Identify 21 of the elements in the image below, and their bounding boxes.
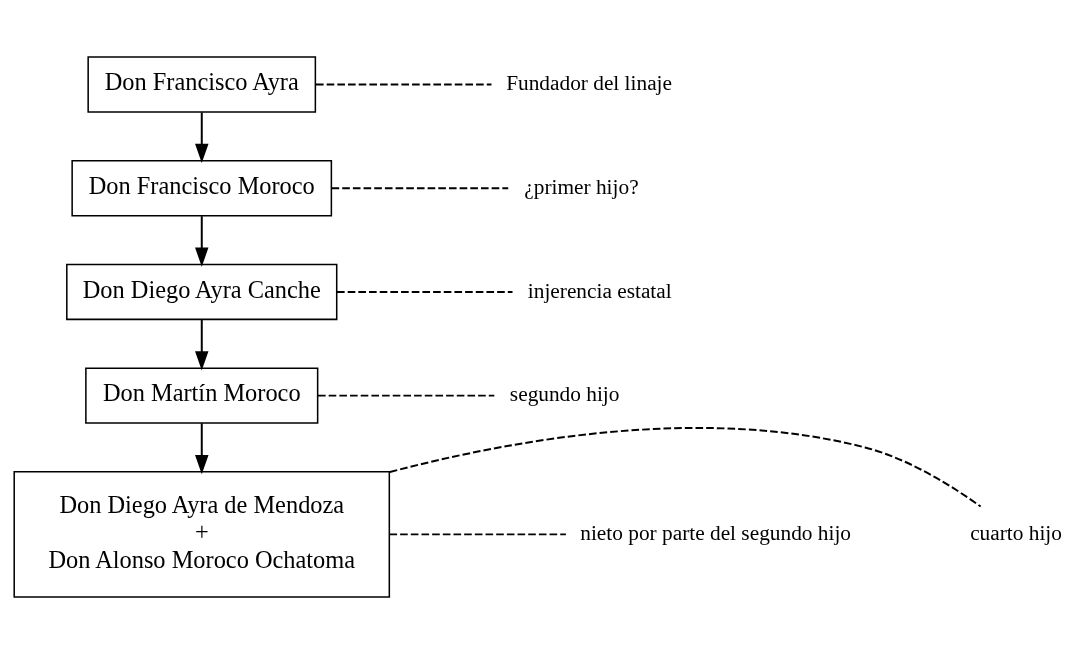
connector xyxy=(330,187,510,190)
connector xyxy=(315,83,493,86)
arrow xyxy=(195,422,209,475)
connector xyxy=(388,533,567,536)
arrow xyxy=(195,215,209,267)
connector xyxy=(317,394,496,397)
node-text: Fundador del linaje xyxy=(506,71,673,96)
arrow xyxy=(195,318,209,371)
node-text: nieto por parte del segundo hijo xyxy=(580,521,851,546)
arrow xyxy=(195,111,209,164)
node-box: Don Diego Ayra Canche xyxy=(66,263,338,321)
node-text: ¿primer hijo? xyxy=(524,174,639,199)
connector xyxy=(336,290,514,293)
node-box: Don Martín Moroco xyxy=(85,367,319,424)
node-text: cuarto hijo xyxy=(970,521,1062,546)
node-box: Don Francisco Moroco xyxy=(71,160,333,217)
node-box: Don Francisco Ayra xyxy=(87,56,317,113)
node-box: Don Diego Ayra de Mendoza + Don Alonso Moroco Ochatoma xyxy=(13,471,391,598)
node-text: injerencia estatal xyxy=(527,278,672,303)
connector xyxy=(388,426,982,508)
node-text: segundo hijo xyxy=(509,382,620,407)
